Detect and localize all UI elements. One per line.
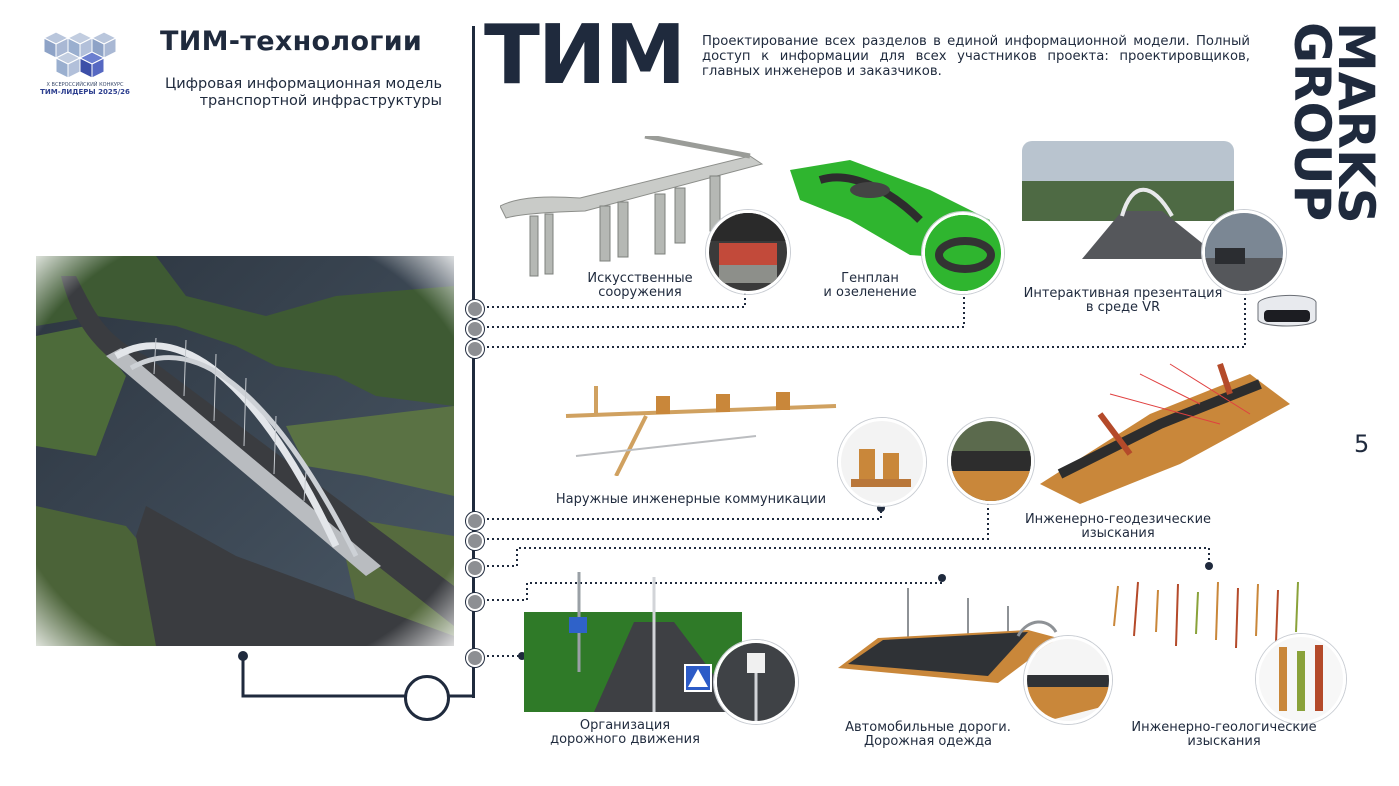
roads-thumb (1024, 636, 1112, 724)
header-description: Проектирование всех разделов в единой ин… (702, 34, 1250, 79)
vr-thumb (1202, 210, 1286, 294)
subtitle-line-2: транспортной инфраструктуры (199, 93, 442, 109)
tim-heading: ТИМ (484, 8, 686, 103)
timeline-node (466, 512, 484, 530)
bridge-render-image (36, 256, 454, 646)
contest-name: X ВСЕРОССИЙСКИЙ КОНКУРС (46, 82, 124, 88)
label-line: в среде VR (1085, 300, 1161, 315)
brand-line-1: MARKS (1327, 22, 1383, 224)
brand-logo: MARKS GROUP (1291, 18, 1383, 268)
page-number: 5 (1354, 430, 1370, 458)
label-line: и озеленение (823, 285, 917, 300)
artificial-structures-model (500, 136, 770, 286)
label-line: изыскания (1187, 734, 1261, 749)
timeline-node (466, 340, 484, 358)
section-label-artificial: Искусственные сооружения (560, 272, 720, 300)
label-line: Организация (579, 718, 671, 733)
pedestrian-crossing-sign-icon (684, 664, 712, 692)
label-line: Генплан (841, 271, 899, 286)
geodesy-thumb (948, 418, 1034, 504)
roads-model (838, 578, 1058, 690)
label-line: Дорожная одежда (863, 734, 993, 749)
page-subtitle: Цифровая информационная модель транспорт… (136, 76, 442, 110)
timeline-node (466, 649, 484, 667)
section-label-roads: Автомобильные дороги. Дорожная одежда (828, 721, 1028, 749)
traffic-thumb (714, 640, 798, 724)
contest-logo-text: X ВСЕРОССИЙСКИЙ КОНКУРС ТИМ-ЛИДЕРЫ 2025/… (30, 82, 140, 96)
section-label-genplan: Генплан и озеленение (800, 272, 940, 300)
utilities-model (556, 376, 848, 476)
timeline-end-circle (404, 675, 450, 721)
artificial-structures-thumb (706, 210, 790, 294)
utilities-thumb (838, 418, 926, 506)
subtitle-line-1: Цифровая информационная модель (164, 76, 442, 92)
label-line: Инженерно-геодезические (1024, 512, 1212, 527)
vr-headset-icon (1252, 286, 1322, 334)
traffic-render-image (524, 572, 742, 712)
timeline-node (466, 320, 484, 338)
vr-render-image (1022, 141, 1234, 259)
label-line: дорожного движения (550, 732, 700, 747)
geology-model (1108, 576, 1308, 656)
timeline-node (466, 593, 484, 611)
label-line: сооружения (598, 285, 682, 300)
geodesy-model (1020, 354, 1300, 504)
contest-title: ТИМ-ЛИДЕРЫ 2025/26 (40, 88, 130, 96)
section-label-traffic: Организация дорожного движения (530, 719, 720, 747)
brand-line-2: GROUP (1291, 22, 1341, 221)
timeline-node (466, 532, 484, 550)
contest-logo (40, 28, 126, 84)
label-line: изыскания (1081, 526, 1155, 541)
timeline-line (472, 26, 475, 698)
label-line: Интерактивная презентация (1023, 286, 1223, 301)
section-label-geodesy: Инженерно-геодезические изыскания (1018, 513, 1218, 541)
section-label-vr: Интерактивная презентация в среде VR (1016, 287, 1230, 315)
page-title: ТИМ-технологии (160, 26, 423, 57)
section-label-geology: Инженерно-геологические изыскания (1120, 721, 1328, 749)
label-line: Автомобильные дороги. (845, 720, 1011, 735)
label-line: Инженерно-геологические (1131, 720, 1317, 735)
label-line: Искусственные (587, 271, 693, 286)
timeline-node (466, 300, 484, 318)
timeline-node (466, 559, 484, 577)
section-label-utilities: Наружные инженерные коммуникации (555, 492, 827, 507)
geology-thumb (1256, 634, 1346, 724)
genplan-thumb (922, 212, 1004, 294)
